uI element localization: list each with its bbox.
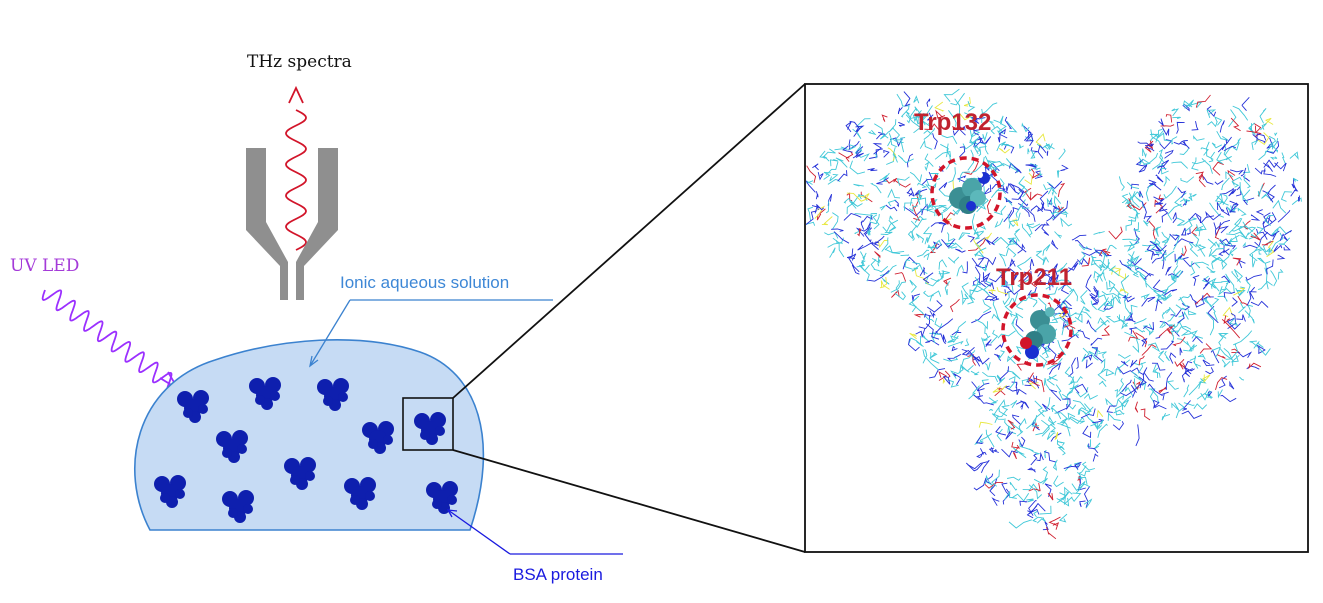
trp132-label: Trp132 [914, 109, 991, 136]
thz-probe-icon [246, 148, 338, 300]
protein-mesh [806, 88, 1302, 540]
trp211-residue-icon [1020, 307, 1056, 359]
bsa-protein-icon [344, 477, 376, 510]
bsa-protein-icon [284, 457, 316, 490]
bsa-protein-label: BSA protein [513, 565, 603, 584]
bsa-protein-group [154, 377, 458, 523]
bsa-protein-icon [249, 377, 281, 410]
zoomed-structure-panel: Trp132 Trp211 [804, 83, 1309, 553]
bsa-protein-icon [362, 421, 394, 454]
zoom-lines [452, 83, 806, 553]
thz-spectra-label: THz spectra [247, 52, 352, 72]
bsa-protein-icon [177, 390, 209, 423]
trp211-site [1001, 293, 1073, 367]
bsa-protein-icon [154, 475, 186, 508]
bsa-protein-icon [222, 490, 254, 523]
trp211-label: Trp211 [996, 264, 1072, 291]
solution-pointer-arrow [309, 299, 553, 368]
bsa-protein-icon [216, 430, 248, 463]
zoom-box-icon [402, 397, 454, 451]
thz-wave-arrow [285, 85, 307, 251]
bsa-protein-icon [414, 412, 446, 445]
trp132-residue-icon [949, 172, 990, 214]
trp132-site [930, 156, 1002, 230]
bsa-protein-icon [317, 378, 349, 411]
ionic-solution-label: Ionic aqueous solution [340, 273, 509, 292]
bsa-pointer-arrow [446, 509, 623, 555]
bsa-protein-icon [426, 481, 458, 514]
uv-led-label: UV LED [10, 256, 79, 276]
uv-wave-arrow [41, 289, 179, 394]
